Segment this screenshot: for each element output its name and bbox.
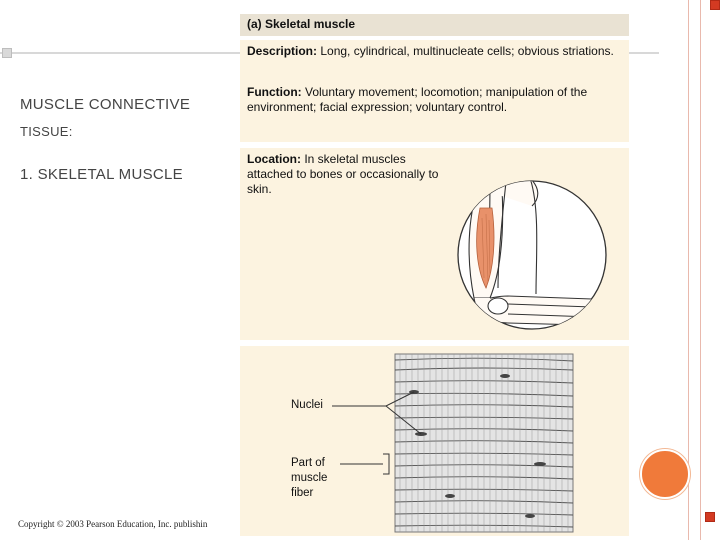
decor-orange-circle [640, 449, 690, 499]
decor-horizontal-line-right [629, 52, 659, 54]
location-text: In skeletal muscles attached to bones or… [247, 152, 439, 196]
location-label: Location: [247, 152, 301, 166]
slide-title-line-3: 1. SKELETAL MUSCLE [20, 166, 183, 183]
function-text: Voluntary movement; locomotion; manipula… [247, 85, 588, 114]
figure-header: (a) Skeletal muscle [247, 17, 356, 31]
decor-square-bottom-right [705, 512, 715, 522]
description-text: Long, cylindrical, multinucleate cells; … [317, 44, 614, 58]
decor-square-left [2, 48, 12, 58]
slide-title-line-2: TISSUE: [20, 124, 73, 139]
figure-header-panel: (a) Skeletal muscle [240, 14, 629, 36]
muscle-fiber-label: Part of muscle fiber [291, 456, 327, 501]
muscle-fiber-label-line-3: fiber [291, 487, 314, 499]
decor-vertical-line-right [700, 0, 701, 540]
figure-description-panel: Description: Long, cylindrical, multinuc… [240, 40, 629, 142]
slide-title-line-1: MUSCLE CONNECTIVE [20, 96, 191, 113]
copyright-text: Copyright © 2003 Pearson Education, Inc.… [18, 519, 208, 529]
muscle-fiber-label-line-2: muscle [291, 472, 328, 484]
muscle-fiber-micrograph [332, 353, 574, 533]
figure-histology-panel: Nuclei Part of muscle fiber [240, 346, 629, 536]
figure-location-panel: Location: In skeletal muscles attached t… [240, 148, 629, 340]
function-block: Function: Voluntary movement; locomotion… [247, 85, 625, 115]
decor-horizontal-line-left [0, 52, 240, 54]
decor-square-top-right [710, 0, 720, 10]
decor-vertical-line-left [688, 0, 689, 540]
location-block: Location: In skeletal muscles attached t… [247, 152, 447, 197]
description-block: Description: Long, cylindrical, multinuc… [247, 44, 625, 59]
nuclei-label: Nuclei [291, 399, 323, 411]
function-label: Function: [247, 85, 302, 99]
arm-illustration [457, 180, 607, 330]
muscle-fiber-label-line-1: Part of [291, 457, 325, 469]
description-label: Description: [247, 44, 318, 58]
